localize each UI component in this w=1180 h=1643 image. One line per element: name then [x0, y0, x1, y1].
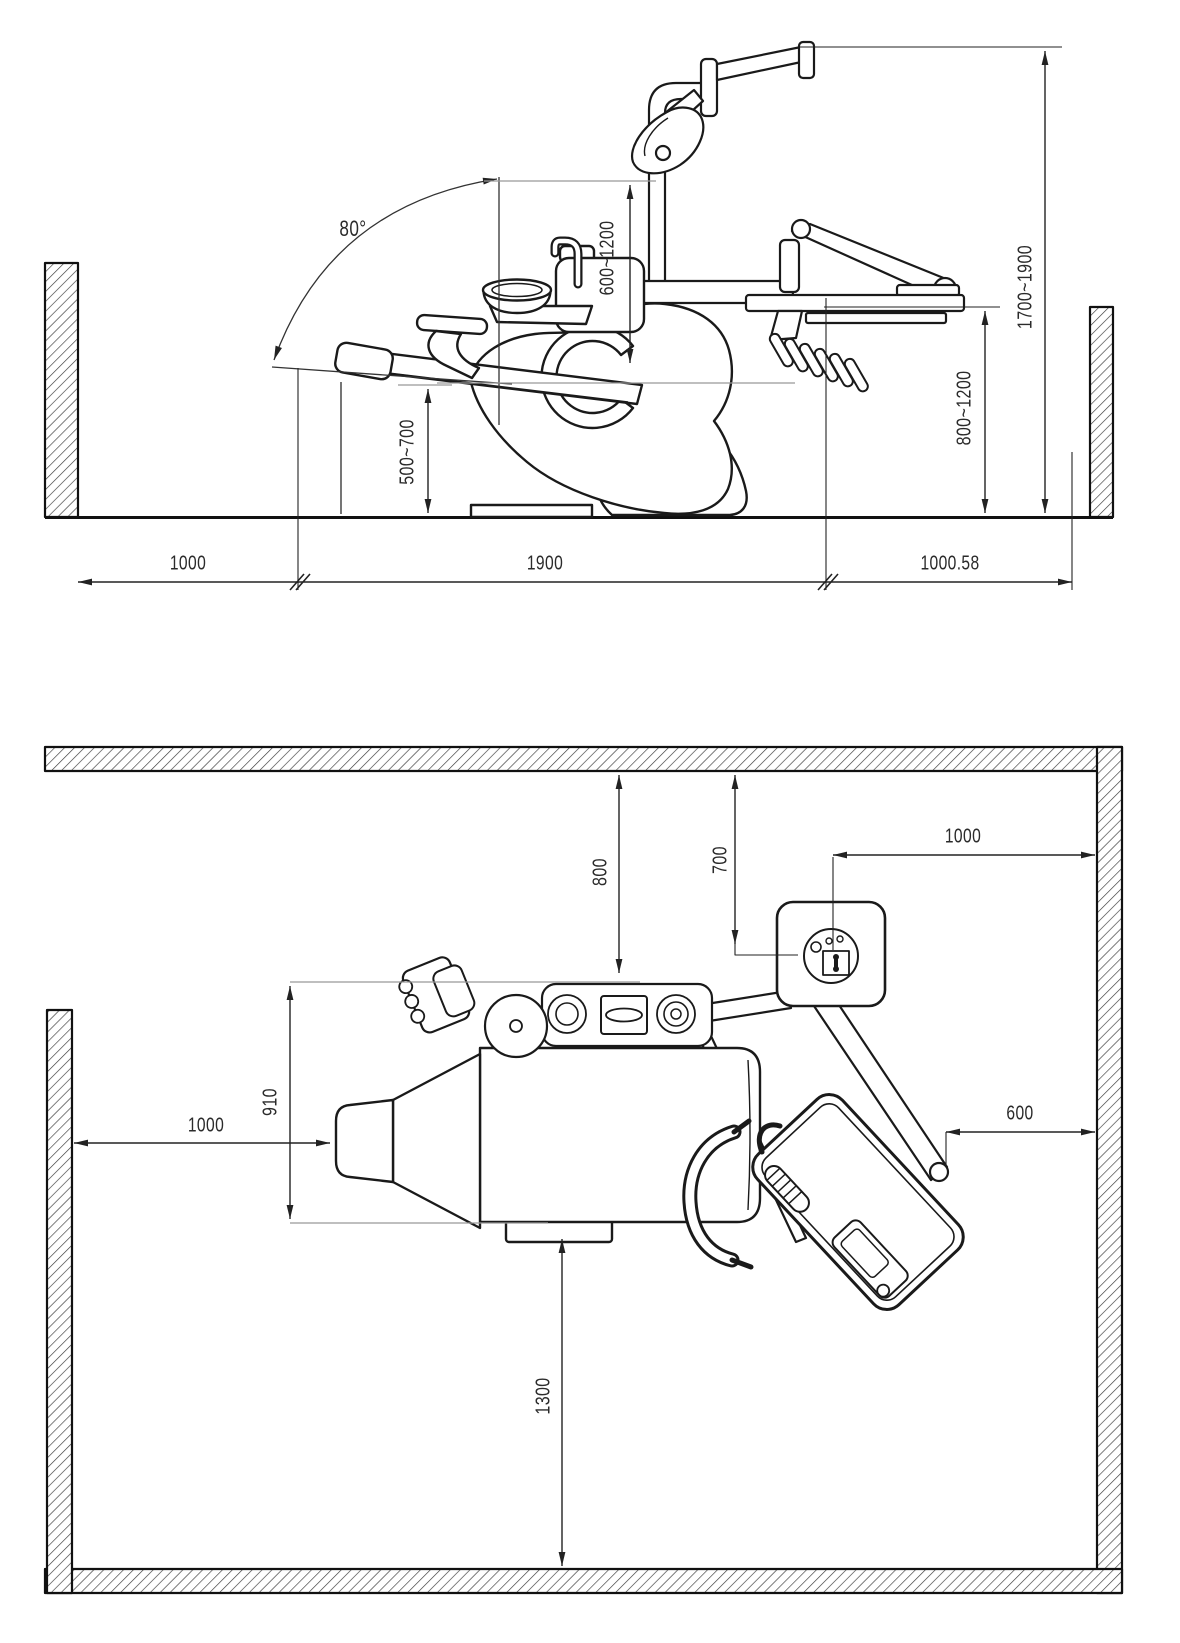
dim-label-light-height: 600~1200 — [596, 220, 619, 296]
plan-left-wall — [45, 1008, 74, 1595]
dim-label-overall-height: 1700~1900 — [1014, 244, 1037, 330]
instrument-tray-side — [615, 218, 966, 393]
dim-label-recline-angle: 80° — [339, 216, 367, 241]
operating-light — [630, 40, 816, 304]
angle-arc — [273, 177, 498, 361]
foot-control-plan — [398, 956, 476, 1034]
dim-label-left-clearance: 1000 — [169, 552, 207, 575]
dim-label-tray-height: 800~1200 — [953, 370, 976, 446]
plan-top-wall — [43, 745, 1124, 773]
hose-ribs — [764, 1165, 810, 1213]
handpiece-rack — [768, 332, 869, 393]
dim-label-unit-width: 910 — [259, 1088, 282, 1116]
water-unit-plan — [398, 956, 714, 1059]
chair-lift-arm — [540, 324, 635, 430]
tray-post — [778, 238, 801, 294]
unit-body-plan — [540, 982, 714, 1048]
tray-table — [744, 293, 966, 313]
dim-label-seat-height: 500~700 — [396, 419, 419, 485]
dim-label-chair-length: 1900 — [526, 552, 564, 575]
tray-console-plan — [831, 1219, 909, 1299]
dim-label-wall-to-unit: 800 — [589, 858, 612, 886]
plan-view — [43, 745, 1124, 1595]
side-right-wall — [1088, 305, 1115, 519]
light-arm-cap — [797, 40, 816, 80]
side-view — [43, 40, 1115, 591]
side-bottom-dimensions — [78, 298, 1073, 591]
dim-label-right-clearance: 1000.58 — [920, 552, 980, 575]
side-left-wall — [43, 261, 80, 519]
dim-label-wall-to-box: 700 — [709, 846, 732, 874]
dim-label-box-to-wall: 1000 — [944, 825, 982, 848]
light-joint — [699, 57, 719, 118]
utility-box — [775, 900, 887, 1008]
dim-label-arm-to-wall: 600 — [1006, 1102, 1034, 1125]
light-top-arm — [715, 45, 808, 82]
dim-label-chair-to-wall: 1300 — [532, 1377, 555, 1415]
chair-backrest-plan — [391, 1052, 482, 1230]
recline-angle-annotation — [271, 177, 513, 425]
armrest-pad — [415, 313, 489, 336]
side-dimensions — [398, 46, 1062, 513]
assistant-holder — [682, 1118, 783, 1270]
dim-label-wall-to-headrest: 1000 — [187, 1114, 225, 1137]
instrument-tray-plan — [751, 1093, 965, 1311]
lamp-knob — [654, 144, 672, 162]
lamp-head — [630, 106, 705, 175]
dental-chair-side — [334, 236, 748, 519]
headrest-plan — [334, 1098, 395, 1184]
chair-base-plate — [469, 503, 594, 519]
handpiece-bracket — [768, 309, 804, 342]
plan-dimensions — [74, 775, 1095, 1566]
spittoon-bowl-plan — [483, 993, 549, 1059]
utility-outlet — [822, 950, 850, 976]
plan-bottom-wall — [43, 1567, 1124, 1595]
plan-right-wall — [1095, 745, 1124, 1595]
